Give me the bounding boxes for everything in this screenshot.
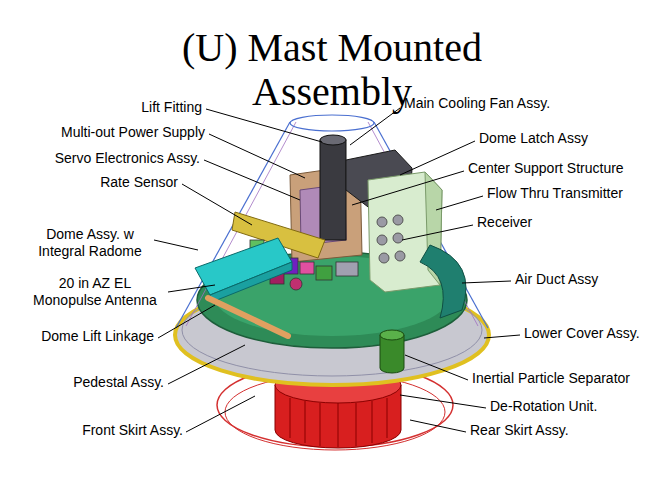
- part-label: Lower Cover Assy.: [524, 325, 640, 342]
- receiver-connectors: [377, 215, 405, 263]
- dome-top: [290, 115, 374, 131]
- part-label: Front Skirt Assy.: [82, 422, 183, 439]
- part-label: Main Cooling Fan Assy.: [404, 95, 550, 112]
- particle-separator-top: [380, 330, 404, 340]
- leader-lines: [154, 108, 520, 432]
- part-label: De-Rotation Unit.: [490, 398, 597, 415]
- lift-fitting: [320, 135, 346, 145]
- derotation-ribs: [290, 398, 387, 447]
- part-label: Receiver: [477, 214, 532, 231]
- lift-fitting-column: [320, 140, 346, 240]
- part-label: 20 in AZ EL Monopulse Antenna: [25, 275, 165, 309]
- part-label: Dome Lift Linkage: [41, 328, 154, 345]
- part-label: Lift Fitting: [141, 99, 202, 116]
- part-label: Multi-out Power Supply: [61, 124, 205, 141]
- transmitter: [368, 172, 442, 292]
- part-label: Pedestal Assy.: [73, 374, 164, 391]
- part-label: Dome Latch Assy: [479, 130, 588, 147]
- dome-lift-linkage: [208, 298, 288, 336]
- air-duct: [420, 245, 466, 318]
- part-label: Rate Sensor: [100, 174, 178, 191]
- antenna-edge: [210, 262, 292, 302]
- part-label: Servo Electronics Assy.: [55, 150, 200, 167]
- part-label: Air Duct Assy: [515, 271, 598, 288]
- part-label: Rear Skirt Assy.: [470, 422, 569, 439]
- part-label: Inertial Particle Separator: [472, 370, 630, 387]
- particle-separator: [380, 335, 404, 373]
- part-label: Dome Assy. w Integral Radome: [28, 226, 153, 260]
- part-label: Center Support Structure: [468, 160, 624, 177]
- part-label: Flow Thru Transmitter: [487, 185, 623, 202]
